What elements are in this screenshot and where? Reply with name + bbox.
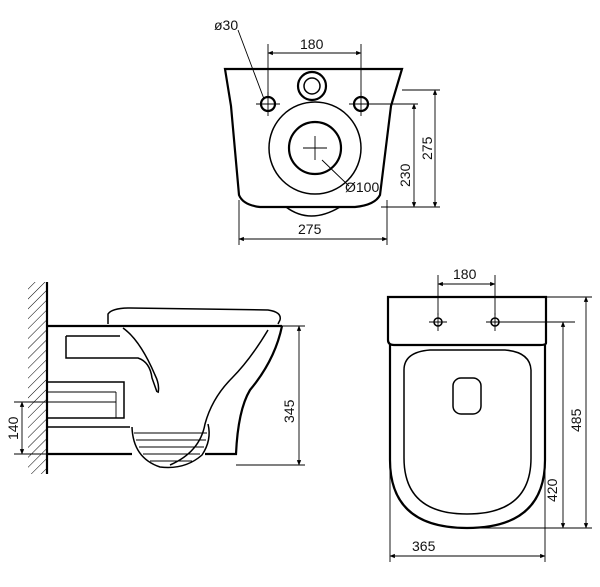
outlet-diameter-label: Ø100	[345, 179, 379, 195]
front-view-body	[223, 67, 404, 209]
height-230-label: 230	[397, 163, 413, 187]
fixing-height-label: 140	[5, 416, 21, 440]
pipe-diameter-label: ø30	[214, 17, 238, 33]
supply-inlet	[296, 70, 328, 102]
plan-width-label: 365	[412, 538, 436, 554]
outlet-inner	[287, 120, 343, 176]
outlet-outer	[268, 101, 362, 195]
side-view: 140 345	[5, 282, 305, 474]
top-hole-spacing-label: 180	[300, 36, 324, 52]
plan-length-label: 485	[568, 408, 584, 432]
plan-seat	[403, 349, 532, 515]
front-view: ø30 180 Ø100 230 275 275	[214, 17, 440, 245]
outlet-horn	[131, 423, 210, 469]
seat-lid	[107, 307, 281, 325]
plan-hole-spacing-label: 180	[453, 266, 477, 282]
plan-bowl-body	[388, 345, 547, 530]
flush-plate	[452, 377, 482, 415]
plan-back-block	[386, 295, 548, 347]
plan-hole-right	[486, 313, 504, 331]
inlet-pipe	[65, 335, 158, 393]
plan-view: 180 485 420 365	[386, 266, 592, 562]
plan-seat-length-label: 420	[544, 478, 560, 502]
front-view-bottom-bulge	[285, 206, 341, 217]
bowl-outline	[205, 325, 284, 456]
side-height-label: 345	[281, 399, 297, 423]
top-width-label: 275	[298, 221, 322, 237]
height-275-label: 275	[419, 136, 435, 160]
wall-hatching	[28, 282, 47, 474]
plan-hole-left	[429, 313, 447, 331]
